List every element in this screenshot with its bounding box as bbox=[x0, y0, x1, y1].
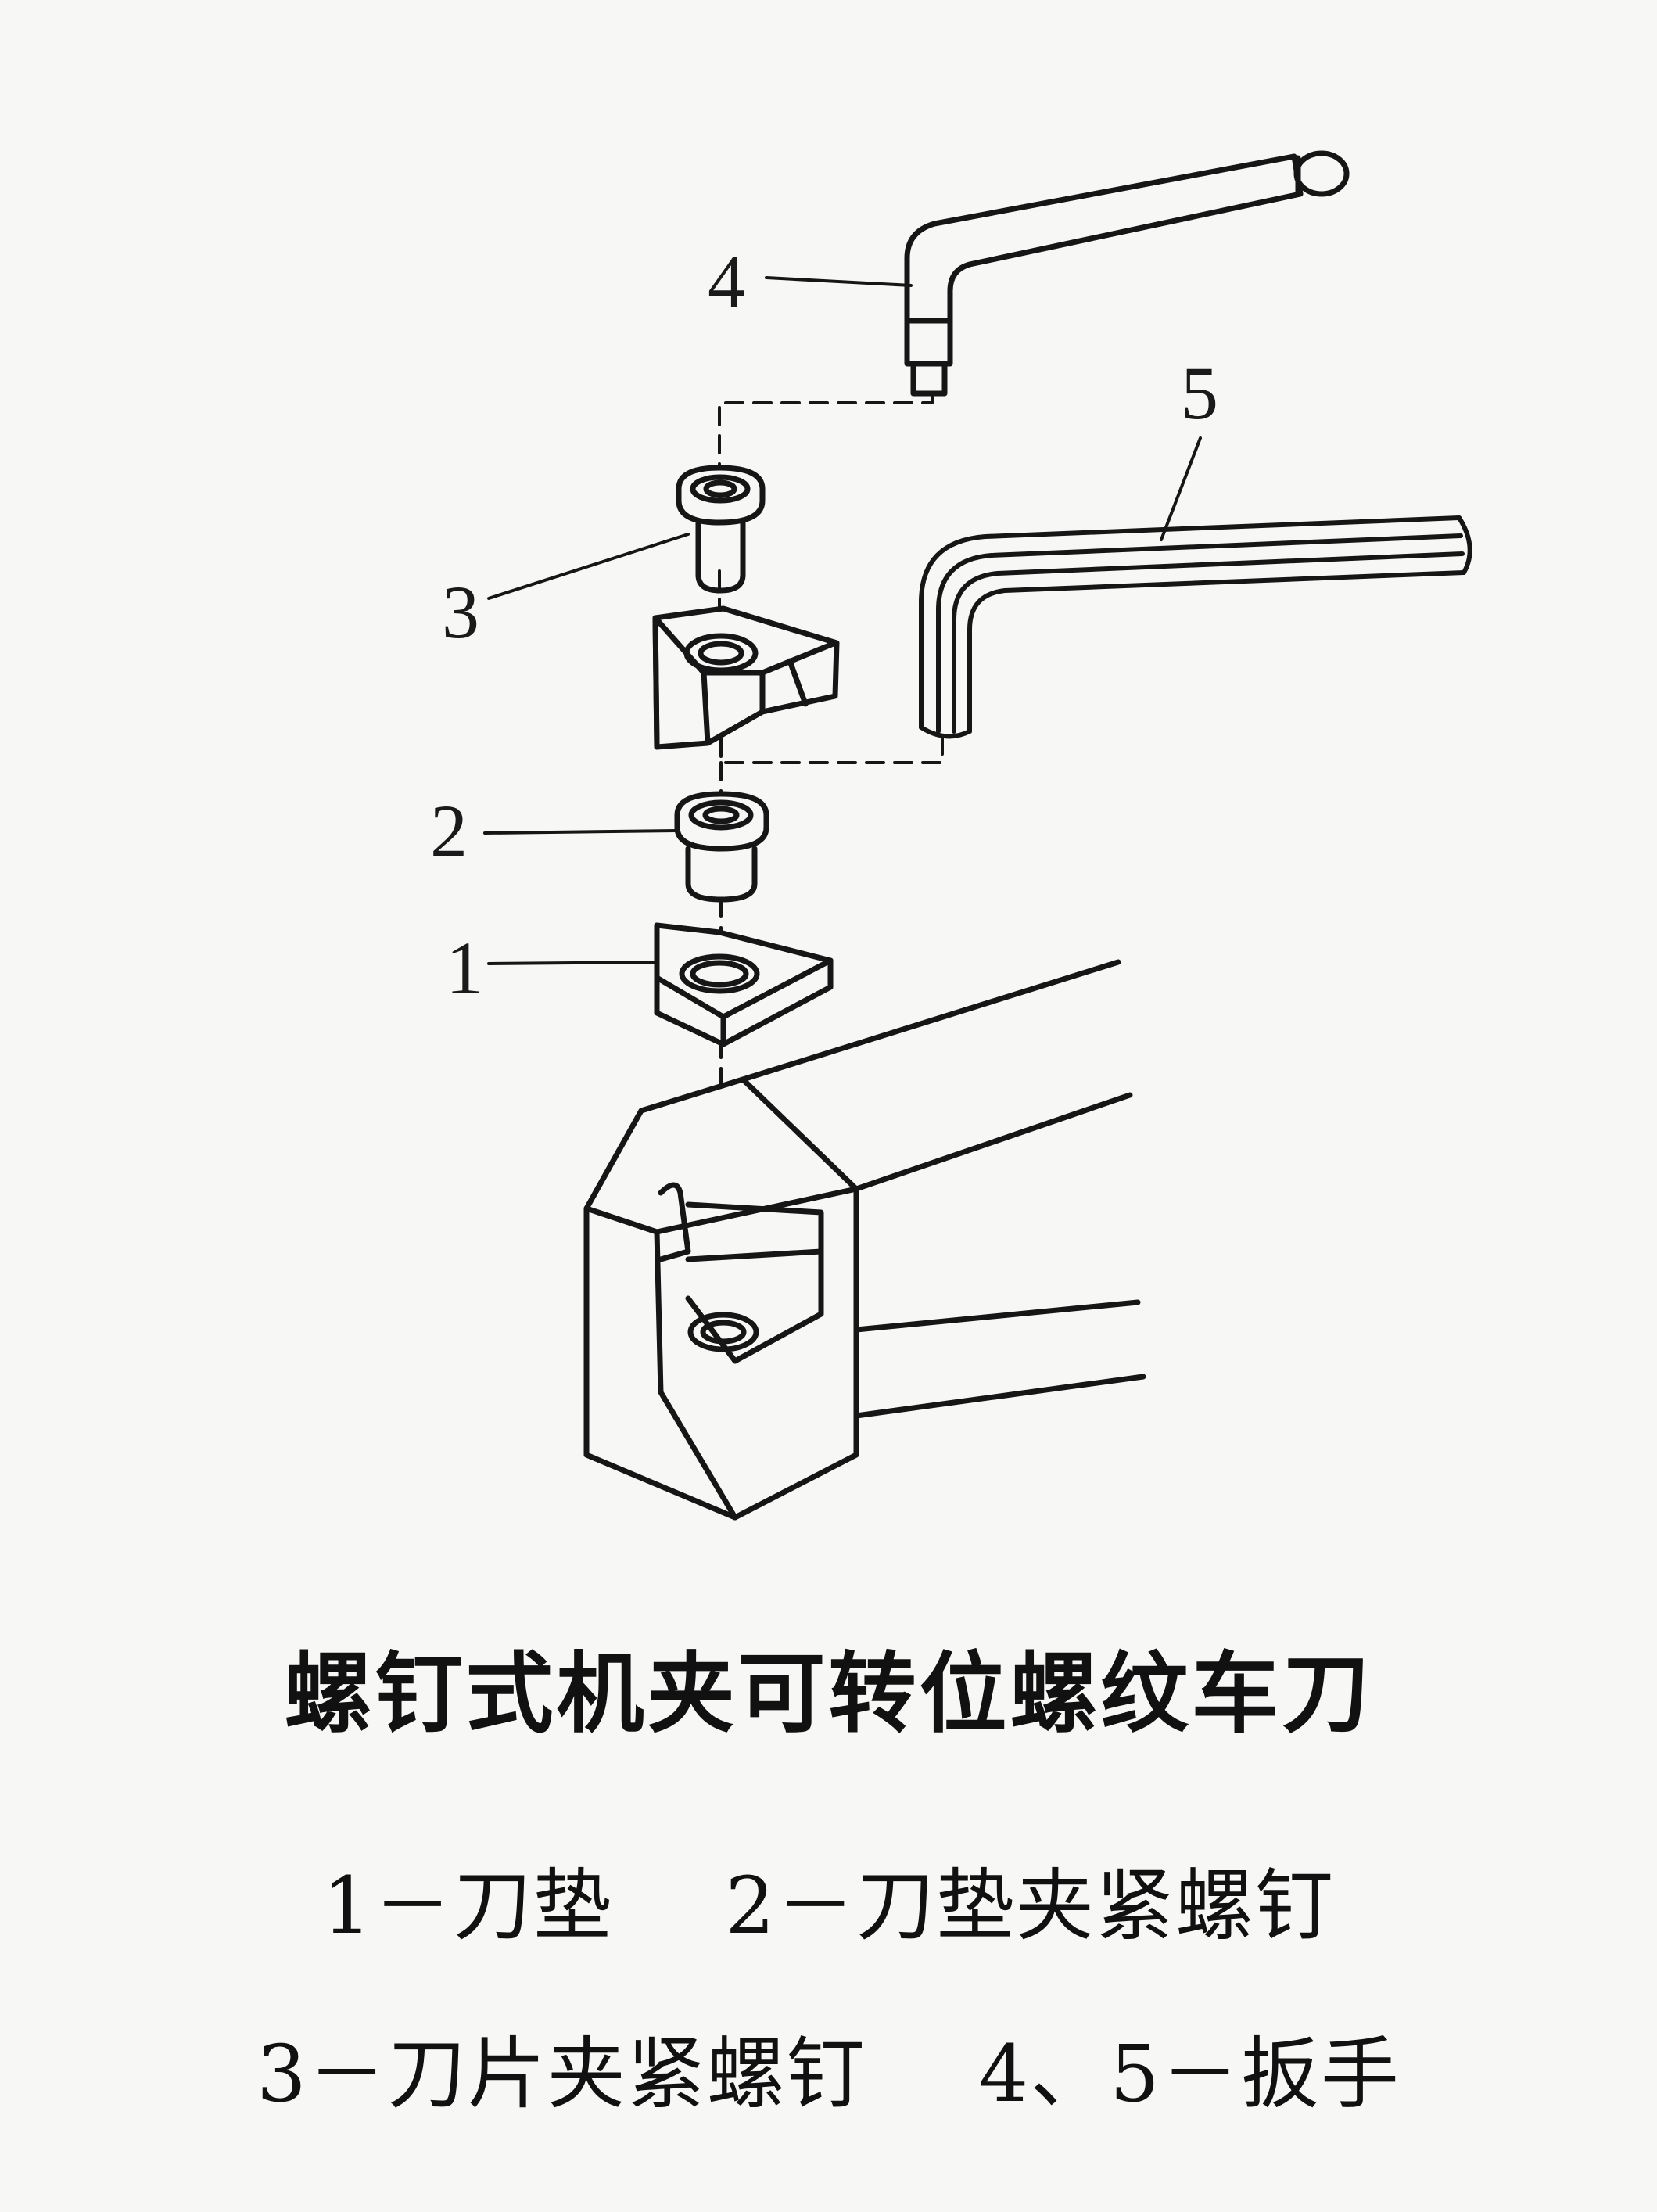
legend-row: 3－刀片夹紧螺钉 4、5－扳手 bbox=[0, 2010, 1657, 2124]
shim-1-icon bbox=[654, 922, 834, 1047]
threading-insert-icon bbox=[652, 605, 840, 750]
tool-holder-icon bbox=[583, 959, 1146, 1521]
figure-title: 螺钉式机夹可转位螺纹车刀 bbox=[284, 1643, 1373, 1745]
legend-item-insert-screw: 3－刀片夹紧螺钉 bbox=[256, 2028, 866, 2120]
legend-item-wrenches: 4、5－扳手 bbox=[978, 2028, 1401, 2120]
callout-label-1: 1 bbox=[446, 926, 483, 1010]
legend-item-shim-screw: 2－刀垫夹紧螺钉 bbox=[725, 1860, 1336, 1952]
legend-row: 1－刀垫 2－刀垫夹紧螺钉 bbox=[0, 1842, 1657, 1955]
callout-label-2: 2 bbox=[430, 789, 468, 873]
callout-label-5: 5 bbox=[1181, 351, 1218, 435]
screw-3-icon bbox=[676, 465, 766, 594]
callout-label-3: 3 bbox=[442, 570, 479, 654]
callout-label-4: 4 bbox=[708, 239, 745, 323]
legend-item-shim: 1－刀垫 bbox=[321, 1860, 613, 1952]
wrench-5-icon bbox=[919, 515, 1472, 739]
wrench-4-icon bbox=[904, 150, 1350, 397]
callout-leaders bbox=[483, 276, 1202, 965]
screw-2-icon bbox=[674, 791, 769, 903]
